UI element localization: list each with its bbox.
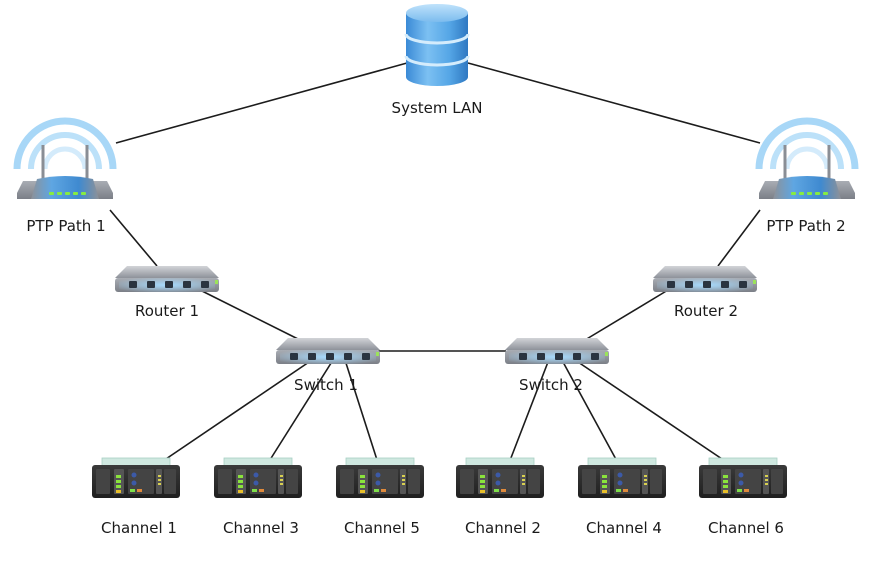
- links: [109, 62, 761, 464]
- switch-icon: [276, 338, 380, 364]
- server-icon: [91, 457, 181, 499]
- link-lan-ptp2: [467, 62, 761, 144]
- node-channel-5[interactable]: Channel 5: [335, 457, 425, 537]
- node-router-1[interactable]: Router 1: [115, 266, 219, 320]
- link-switch2-ch6: [577, 361, 729, 464]
- node-switch-2[interactable]: Switch 2: [505, 338, 609, 394]
- node-ptp-path-2[interactable]: PTP Path 2: [759, 121, 855, 235]
- wireless-router-icon: [759, 121, 855, 199]
- link-ptp2-router2: [717, 209, 761, 267]
- node-label: Switch 1: [294, 376, 358, 394]
- link-router2-switch2: [584, 289, 669, 341]
- database-icon: [404, 4, 470, 86]
- node-channel-3[interactable]: Channel 3: [213, 457, 303, 537]
- node-router-2[interactable]: Router 2: [653, 266, 757, 320]
- link-lan-ptp1: [115, 62, 408, 144]
- node-label: Channel 1: [101, 519, 177, 537]
- server-icon: [577, 457, 667, 499]
- link-ptp1-router1: [109, 209, 158, 267]
- node-label: PTP Path 1: [26, 217, 105, 235]
- node-label: PTP Path 2: [766, 217, 845, 235]
- node-label: Router 2: [674, 302, 738, 320]
- node-channel-6[interactable]: Channel 6: [698, 457, 788, 537]
- link-switch1-ch5: [344, 359, 379, 464]
- link-switch2-ch2: [508, 361, 549, 464]
- link-switch1-ch1: [159, 359, 313, 464]
- router-icon: [115, 266, 219, 292]
- node-ptp-path-1[interactable]: PTP Path 1: [17, 121, 113, 235]
- link-router1-switch1: [199, 289, 301, 341]
- node-label: System LAN: [392, 99, 483, 117]
- router-icon: [653, 266, 757, 292]
- node-switch-1[interactable]: Switch 1: [276, 338, 380, 394]
- node-channel-4[interactable]: Channel 4: [577, 457, 667, 537]
- node-channel-2[interactable]: Channel 2: [455, 457, 545, 537]
- server-icon: [335, 457, 425, 499]
- node-system-lan[interactable]: System LAN: [392, 4, 483, 117]
- link-switch2-ch4: [562, 361, 619, 464]
- node-label: Switch 2: [519, 376, 583, 394]
- node-label: Channel 2: [465, 519, 541, 537]
- node-channel-1[interactable]: Channel 1: [91, 457, 181, 537]
- node-label: Channel 3: [223, 519, 299, 537]
- node-label: Channel 4: [586, 519, 662, 537]
- switch-icon: [505, 338, 609, 364]
- node-label: Channel 6: [708, 519, 784, 537]
- wireless-router-icon: [17, 121, 113, 199]
- link-switch1-ch3: [267, 359, 334, 464]
- server-icon: [698, 457, 788, 499]
- server-icon: [213, 457, 303, 499]
- node-label: Channel 5: [344, 519, 420, 537]
- server-icon: [455, 457, 545, 499]
- node-label: Router 1: [135, 302, 199, 320]
